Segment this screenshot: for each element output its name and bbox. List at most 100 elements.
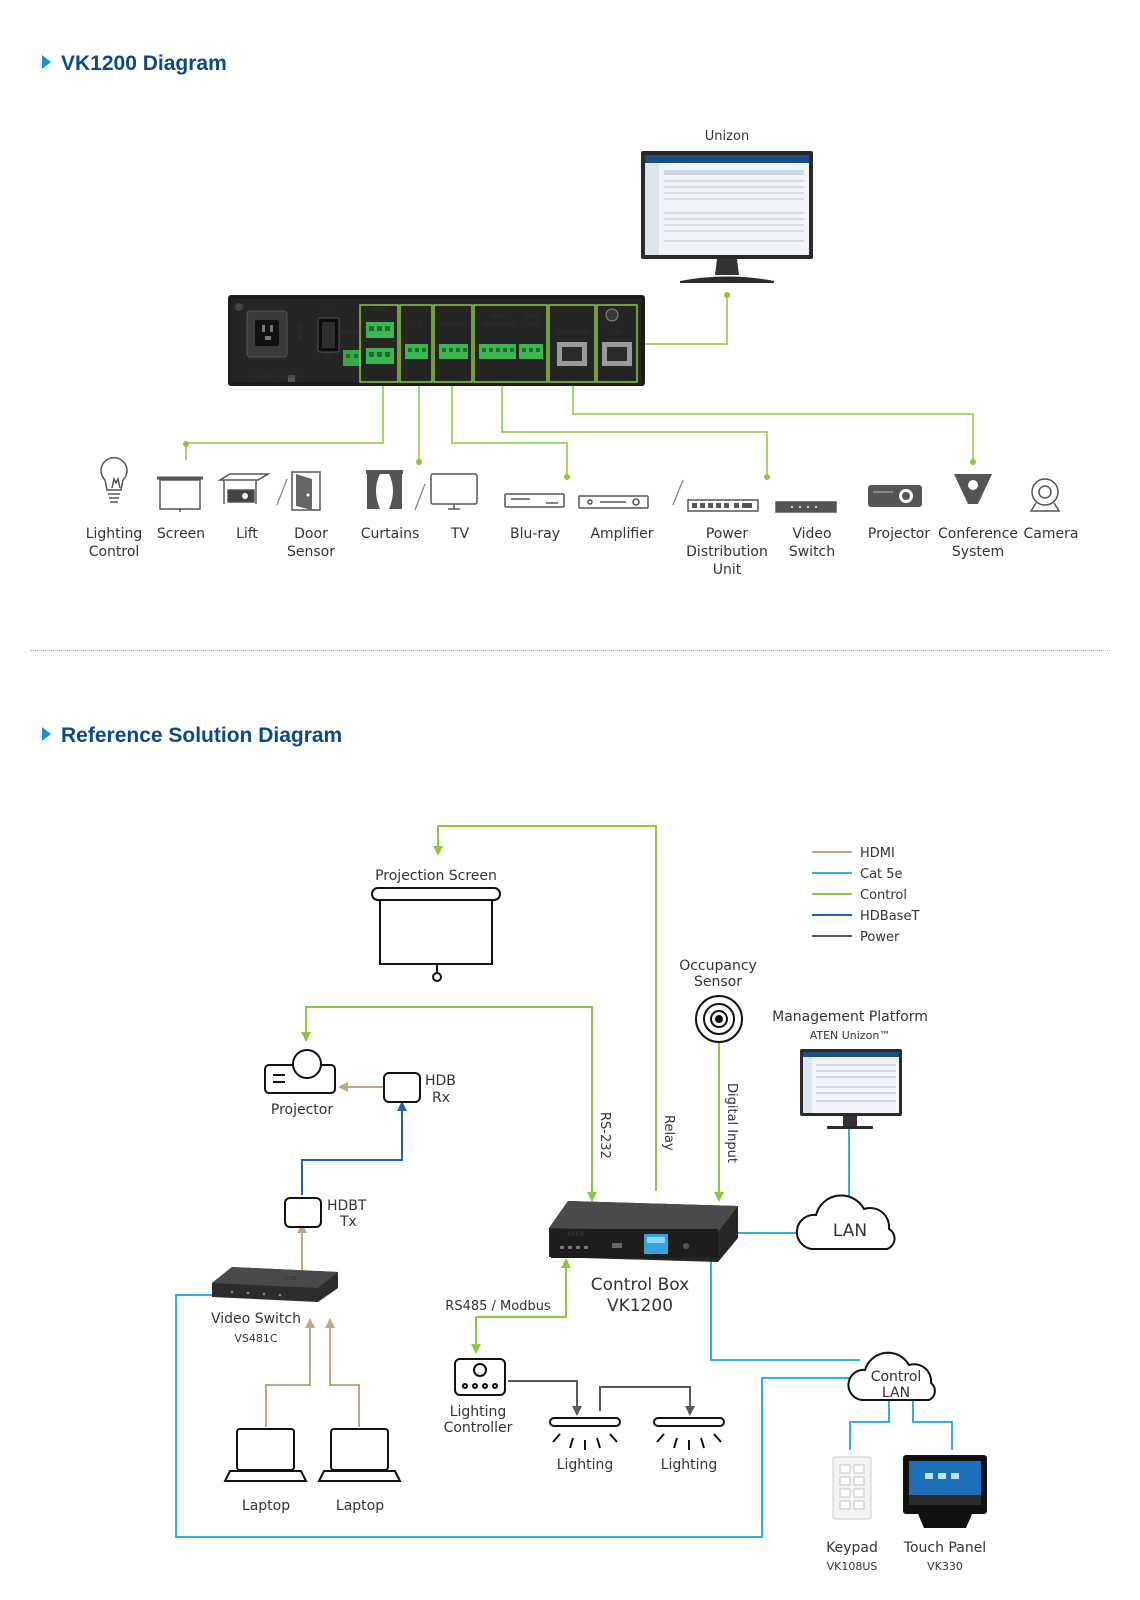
relay-port-label: RELAY (371, 307, 388, 313)
projector-label: Projector (271, 1102, 333, 1118)
hdb-rx-box (383, 1072, 421, 1103)
device-label: Projector (868, 526, 930, 542)
rs232-label: RS-232 (597, 1112, 612, 1159)
unizon-label: Unizon (705, 129, 749, 144)
device-label: Switch (789, 544, 835, 560)
occupancy-sensor-label-1: Occupancy (679, 958, 757, 974)
projection-screen-label: Projection Screen (375, 868, 497, 884)
digital-input-label: Digital Input (724, 1083, 739, 1163)
device-label: Lift (236, 526, 258, 542)
triangle-bullet-icon (42, 727, 51, 742)
device-label: Sensor (287, 544, 335, 560)
lighting-label: Lighting (557, 1457, 614, 1473)
svg-text:O: O (326, 353, 331, 360)
door-icon (291, 471, 321, 511)
laptop-label: Laptop (242, 1498, 290, 1514)
lan-label: LAN (833, 1221, 867, 1241)
pdu-icon (687, 499, 759, 512)
touch-panel-label: Touch Panel (903, 1540, 986, 1556)
keypad-icon (832, 1456, 872, 1520)
section-heading-reference: Reference Solution Diagram (42, 724, 342, 748)
video-switch-model: VS481C (234, 1332, 278, 1345)
laptop-icon (317, 1428, 402, 1482)
svg-text:I: I (327, 309, 329, 316)
conference-icon (954, 474, 992, 504)
section-divider (30, 650, 1110, 651)
rs485-label: RS485 / Modbus (445, 1299, 551, 1314)
device-label: Control (89, 544, 140, 560)
power-label: POWER (298, 321, 304, 340)
legend-label: Cat 5e (860, 867, 903, 882)
touch-panel-model: VK330 (927, 1560, 963, 1573)
bluray-icon (504, 493, 565, 508)
control-lan-label-1: Control (871, 1369, 922, 1385)
serial1-sub-label: RS-232/422/485 (483, 321, 516, 326)
video-switch-icon (775, 501, 837, 513)
device-label: Power (706, 526, 749, 542)
dc-output-label: DC OUTPUT (339, 330, 366, 336)
section2-connections (175, 825, 953, 1538)
lighting-controller-label-2: Controller (444, 1420, 513, 1436)
hdbt-tx-label-2: Tx (339, 1214, 357, 1230)
video-switch-icon: ATEN (212, 1267, 338, 1302)
projector-icon (264, 1049, 336, 1094)
amplifier-icon (578, 495, 649, 509)
lighting-fixture-icon (549, 1417, 621, 1450)
keypad-label: Keypad (826, 1540, 878, 1556)
light-bulb-icon (100, 456, 128, 503)
control-box-label: Control Box (591, 1275, 689, 1295)
serial1-label: SERIAL (491, 314, 507, 320)
device-label: Distribution (686, 544, 768, 560)
screen-icon (157, 476, 203, 512)
section-title: Reference Solution Diagram (61, 724, 343, 747)
laptop-label: Laptop (336, 1498, 384, 1514)
serial2-label: SERIAL (524, 314, 540, 320)
device-label: Amplifier (590, 526, 653, 542)
device-label: Camera (1024, 526, 1079, 542)
legend-label: HDMI (860, 846, 895, 861)
control-lan-label-2: LAN (882, 1385, 910, 1401)
ir-serial-port-label: IR / SERIAL (441, 321, 466, 327)
relay-label: Relay (661, 1115, 676, 1151)
triangle-bullet-icon (42, 55, 51, 70)
hdb-rx-label-1: HDB (425, 1073, 456, 1089)
control-box-model: VK1200 (607, 1296, 673, 1316)
section1-connections (185, 295, 974, 475)
device-label: Lighting (86, 526, 143, 542)
device-label: Blu-ray (510, 526, 560, 542)
touch-panel-icon (903, 1455, 987, 1528)
hdb-rx-label-2: Rx (432, 1090, 450, 1106)
occupancy-sensor-icon (695, 995, 743, 1043)
device-label: Conference (938, 526, 1018, 542)
laptop-icon (223, 1428, 308, 1482)
lighting-controller-icon (454, 1358, 506, 1396)
device-label: Video (792, 526, 831, 542)
unizon-monitor: Unizon (641, 129, 813, 283)
hdbt-tx-box (284, 1197, 322, 1228)
divider-slash-icon (276, 478, 684, 511)
lift-icon (217, 473, 271, 504)
camera-icon (1029, 478, 1061, 512)
lighting-fixture-icon (653, 1417, 725, 1450)
device-label: Unit (713, 562, 742, 578)
tv-icon (430, 473, 478, 510)
lighting-label: Lighting (661, 1457, 718, 1473)
legend-label: HDBaseT (860, 909, 919, 924)
control-lan-port-label: CONTROL LAN (556, 330, 588, 336)
lan-cloud-icon (795, 1194, 896, 1250)
management-monitor-icon (800, 1049, 902, 1129)
video-switch-label: Video Switch (211, 1311, 301, 1327)
section1-device-icons (100, 456, 1061, 513)
device-label: Screen (157, 526, 205, 542)
device-label: Door (294, 526, 328, 542)
keypad-model: VK108US (827, 1560, 878, 1573)
control-box-icon: ATEN (549, 1201, 738, 1262)
device-label: System (952, 544, 1004, 560)
lan-port-label: LAN (612, 330, 621, 336)
svg-text:100-240V~ 1A 50-60 Hz: 100-240V~ 1A 50-60 Hz (252, 374, 301, 379)
vk1200-rear-panel: 100-240V~ 1A 50-60 Hz POWER I O DC OUTPU… (228, 295, 645, 386)
device-label: Curtains (361, 526, 420, 542)
